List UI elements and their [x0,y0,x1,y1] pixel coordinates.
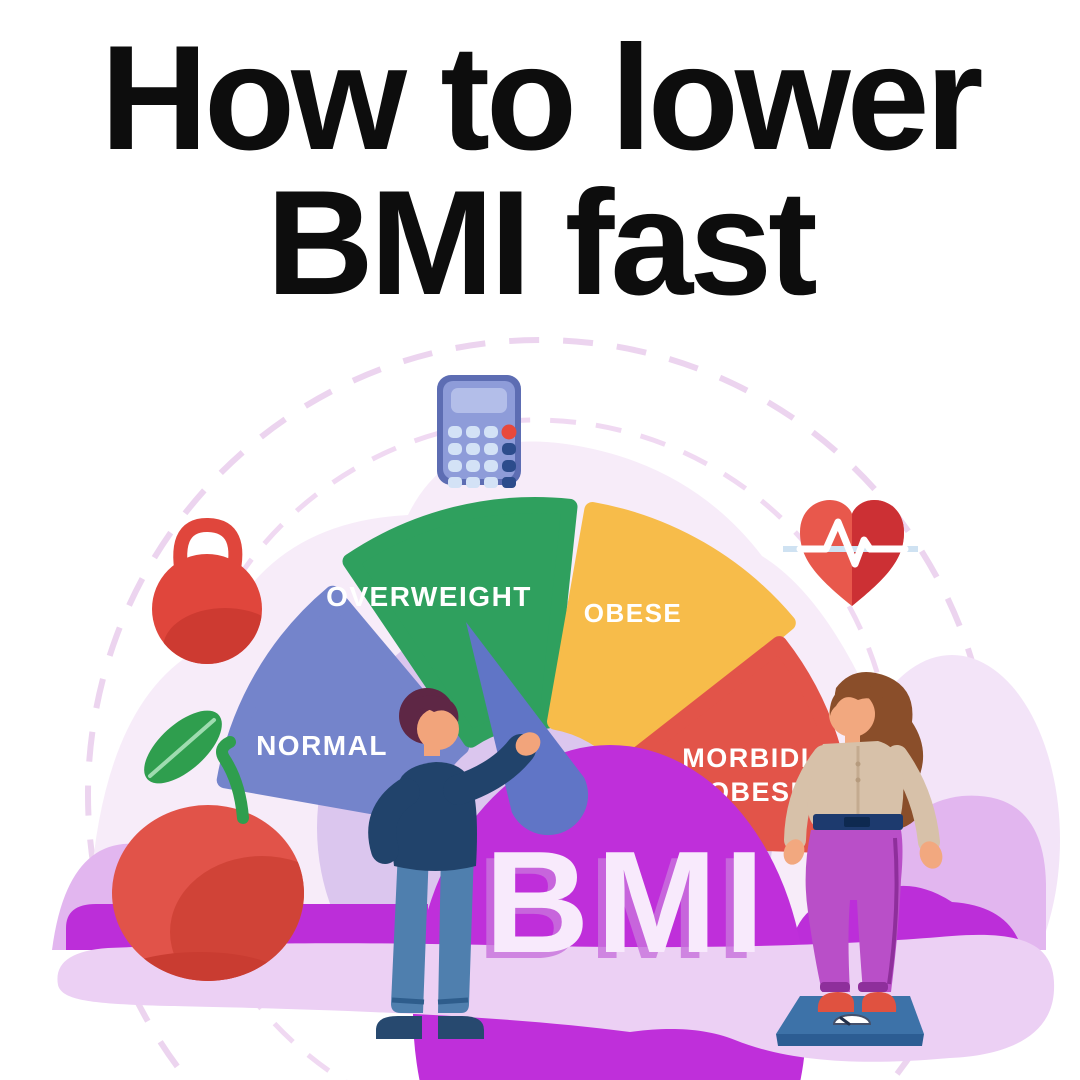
apple-stem [216,736,249,824]
man-hand [515,732,541,756]
apple-icon [112,710,304,981]
woman-on-scale [783,672,943,1012]
title-line-2: BMI fast [266,158,818,326]
calculator-icon [437,375,521,488]
overweight-label: OVERWEIGHT [326,581,532,612]
woman-torso [807,741,904,828]
woman-arm-right [886,745,940,853]
title-line-1: How to lower [100,14,983,181]
woman-neck [845,730,860,744]
obese-label: OBESE [584,598,683,628]
woman-pants [805,830,903,992]
woman-hair-front [829,684,886,716]
bmi-text: BMI [485,821,772,983]
heart-pulse-icon [783,500,918,606]
man-shoe-right [438,1016,484,1039]
woman-hand-right [919,841,943,869]
pulse-line [796,518,909,568]
man-adjusting-needle [368,688,541,1039]
woman-hand-left [783,839,805,865]
gauge-segment-obese [547,502,796,770]
woman-belt-buckle [844,817,870,827]
man-arm-left [368,778,420,864]
man-face [417,708,459,750]
woman-shoe-right [862,992,897,1012]
man-hair-front [412,695,459,722]
bmi-text-shadow: BMI [477,827,764,989]
man-leg-right [438,850,474,1013]
scale-front [776,1034,924,1046]
normal-label: NORMAL [256,730,388,761]
woman-shoe-left [817,992,854,1012]
woman-face [829,691,875,737]
man-arm-right [443,734,536,805]
man-leg-left [391,850,429,1013]
man-shoe-left [376,1016,422,1039]
apple-leaf-vein [148,718,216,778]
kettlebell-icon [152,518,262,664]
scale-dial [832,1014,872,1025]
page-title: How to lower BMI fast [0,14,1080,326]
gauge-needle [466,622,589,836]
